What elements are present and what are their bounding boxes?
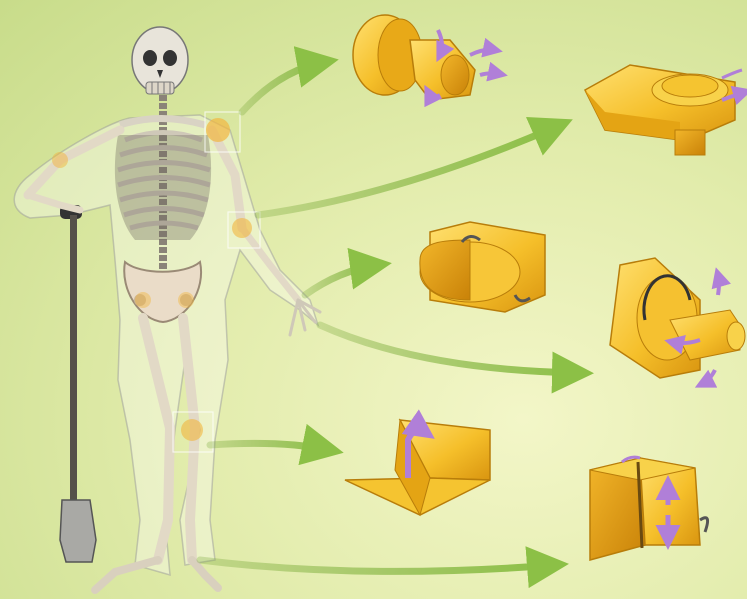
pivot-plate-joint-icon [585,65,745,155]
arrow-ankle [200,560,555,571]
skull-icon [132,27,188,94]
arrow-wrist [320,325,580,373]
hinge-joint-icon [420,222,545,312]
shoulder-joint-highlight [206,118,230,142]
arrow-forearm [305,265,378,295]
sliding-joint-icon [590,457,708,560]
elbow-joint-highlight [232,218,252,238]
arrow-knee [210,443,330,450]
spade-icon [60,205,96,562]
knee-joint-highlight [181,419,203,441]
pivot-joint-icon [610,258,745,384]
arrow-shoulder [242,62,325,112]
skeleton-with-spade-icon [14,27,320,590]
ball-and-socket-joint-icon [353,15,500,100]
gliding-joint-icon [345,420,490,515]
arrow-elbow [258,125,560,215]
